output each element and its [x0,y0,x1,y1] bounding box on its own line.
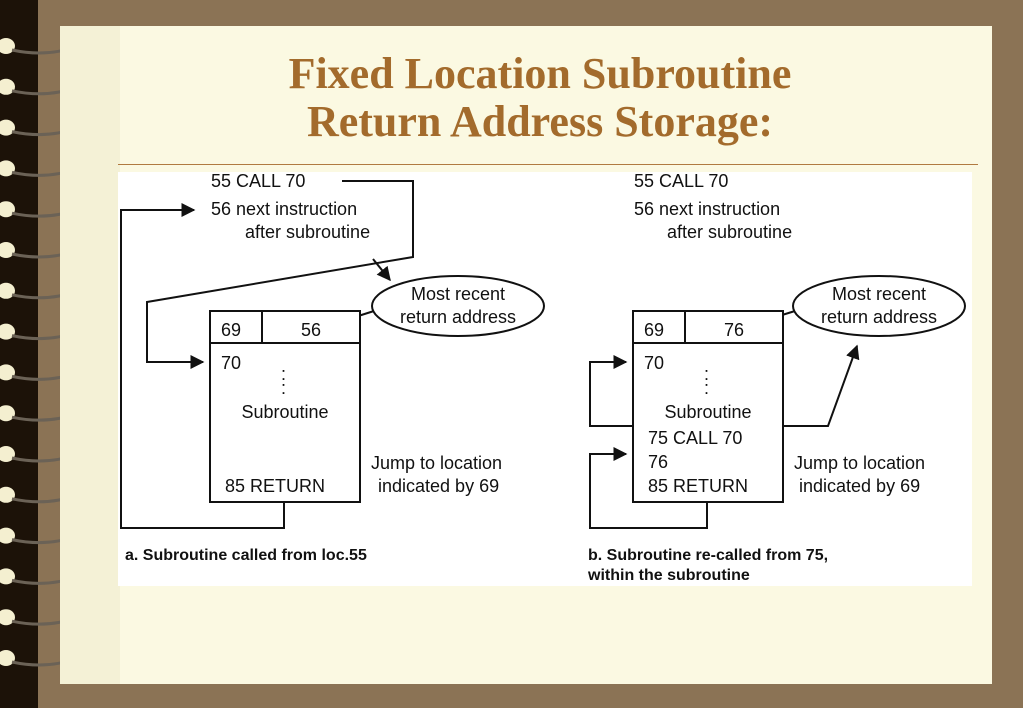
notebook-spine [0,0,38,708]
b-dots-2: : [704,378,709,398]
a-dots-2: : [281,378,286,398]
b-return-arrow [589,447,708,529]
diagram-b: 55 CALL 70 56 next instruction after sub… [587,171,966,584]
b-cell-value: 76 [724,320,744,340]
b-bubble-line-1: Most recent [832,284,926,304]
b-after-subroutine: after subroutine [667,222,792,242]
a-caption: a. Subroutine called from loc.55 [125,547,367,564]
page-margin [60,26,120,684]
a-subroutine-label: Subroutine [241,402,328,422]
b-bubble-line-2: return address [821,307,937,327]
a-dots-1: : [281,364,286,384]
a-call-arrow [146,180,414,369]
b-subroutine-label: Subroutine [664,402,751,422]
b-store-arrow [784,344,860,427]
b-dots-1: : [704,364,709,384]
slide-title: Fixed Location Subroutine Return Address… [140,50,940,146]
title-line-1: Fixed Location Subroutine [288,49,792,98]
a-after-subroutine: after subroutine [245,222,370,242]
b-caption-line-2: within the subroutine [587,567,750,584]
a-subroutine-box [209,342,361,503]
b-jump-line-1: Jump to location [794,453,925,473]
diagram-canvas: 55 CALL 70 56 next instruction after sub… [120,171,966,584]
title-line-2: Return Address Storage: [306,97,774,146]
a-bubble [371,275,545,337]
b-bubble [792,275,966,337]
a-jump-line-1: Jump to location [371,453,502,473]
title-divider [118,164,978,165]
a-cell-value: 56 [301,320,321,340]
diagram-a: 55 CALL 70 56 next instruction after sub… [120,171,545,564]
a-return-arrow [120,203,285,529]
figure-panel: 55 CALL 70 56 next instruction after sub… [118,171,972,586]
b-next-instruction: 56 next instruction [634,199,780,219]
b-inner-call: 75 CALL 70 [648,428,742,448]
a-cell-addr: 69 [221,320,241,340]
a-store-arrow [372,258,391,282]
b-return-line: 85 RETURN [648,476,748,496]
a-call-line: 55 CALL 70 [211,172,305,191]
a-bubble-line-2: return address [400,307,516,327]
b-caption-line-1: b. Subroutine re-called from 75, [588,547,828,564]
a-return-line: 85 RETURN [225,476,325,496]
a-jump-line-2: indicated by 69 [378,476,499,496]
a-entry-addr: 70 [221,353,241,373]
b-call-line: 55 CALL 70 [634,172,728,191]
a-next-instruction: 56 next instruction [211,199,357,219]
b-cell-addr: 69 [644,320,664,340]
b-inner-next: 76 [648,452,668,472]
a-bubble-line-1: Most recent [411,284,505,304]
b-recall-arrow [589,355,633,427]
b-jump-line-2: indicated by 69 [799,476,920,496]
b-entry-addr: 70 [644,353,664,373]
